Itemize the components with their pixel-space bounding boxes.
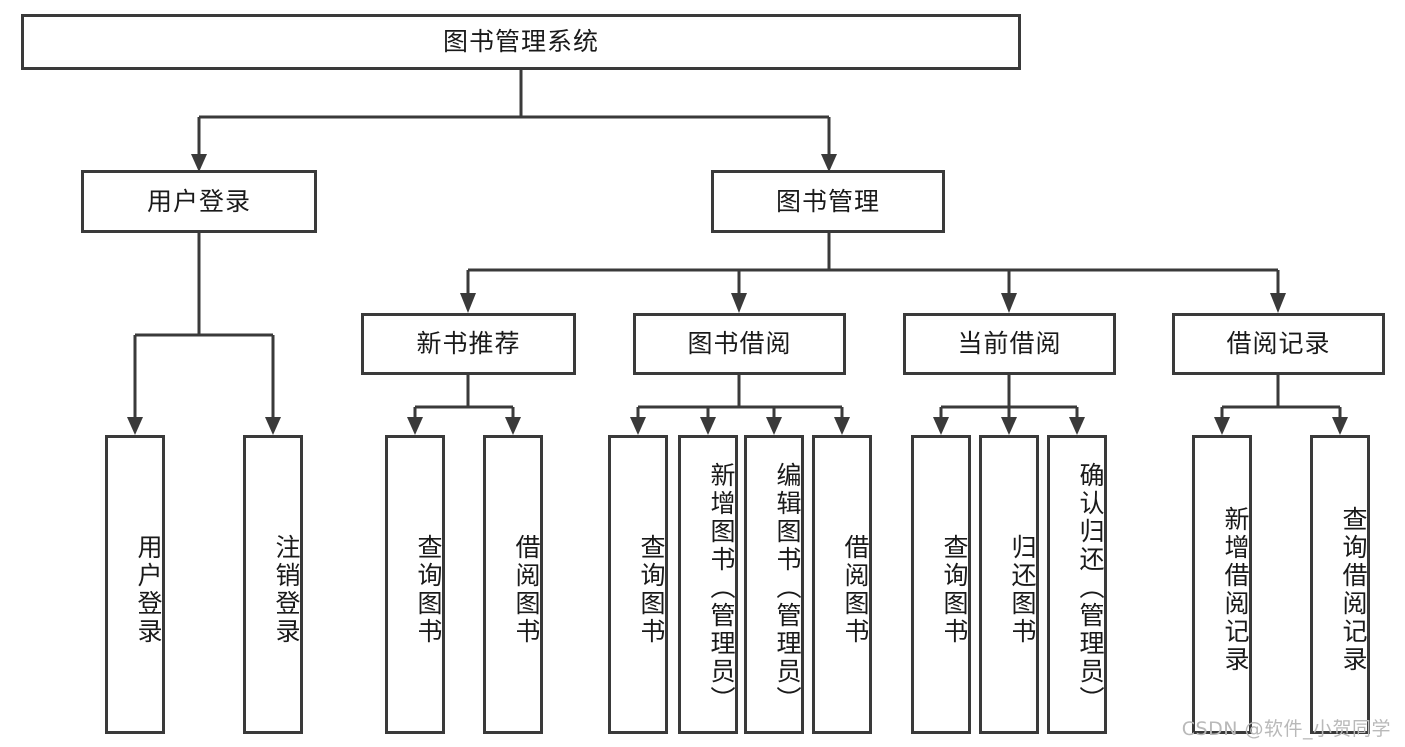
- leaf-newbook-borrow-book[interactable]: 借阅图书: [483, 435, 543, 734]
- arrowhead-leaf-user-login: [127, 417, 143, 435]
- leaf-logout[interactable]: 注销登录: [243, 435, 303, 734]
- arrowhead-current-borrow: [1001, 293, 1017, 313]
- watermark-text: CSDN @软件_小贺同学: [1181, 718, 1391, 740]
- arrowhead-book-borrow: [731, 293, 747, 313]
- leaf-user-login[interactable]: 用户登录: [105, 435, 165, 734]
- arrowhead-currentborrow-leaf-2: [1001, 417, 1017, 435]
- arrowhead-bookborrow-leaf-1: [630, 417, 646, 435]
- leaf-bookborrow-add-book-admin[interactable]: 新增图书（管理员）: [678, 435, 738, 734]
- node-book-management[interactable]: 图书管理: [711, 170, 945, 233]
- node-book-borrow[interactable]: 图书借阅: [633, 313, 846, 375]
- arrowhead-bookborrow-leaf-2: [700, 417, 716, 435]
- arrowhead-leaf-logout: [265, 417, 281, 435]
- arrowhead-borrow-record: [1270, 293, 1286, 313]
- node-borrow-record[interactable]: 借阅记录: [1172, 313, 1385, 375]
- arrowhead-bookborrow-leaf-3: [766, 417, 782, 435]
- leaf-borrowrecord-add-record[interactable]: 新增借阅记录: [1192, 435, 1252, 734]
- arrowhead-currentborrow-leaf-1: [933, 417, 949, 435]
- leaf-bookborrow-edit-book-admin[interactable]: 编辑图书（管理员）: [744, 435, 804, 734]
- leaf-bookborrow-query-book[interactable]: 查询图书: [608, 435, 668, 734]
- node-user-login[interactable]: 用户登录: [81, 170, 317, 233]
- arrowhead-currentborrow-leaf-3: [1069, 417, 1085, 435]
- leaf-borrowrecord-query-record[interactable]: 查询借阅记录: [1310, 435, 1370, 734]
- leaf-currentborrow-confirm-return-admin[interactable]: 确认归还（管理员）: [1047, 435, 1107, 734]
- arrowhead-newbook-leaf-1: [407, 417, 423, 435]
- node-new-book-recommend[interactable]: 新书推荐: [361, 313, 576, 375]
- arrowhead-bookborrow-leaf-4: [834, 417, 850, 435]
- node-root-system[interactable]: 图书管理系统: [21, 14, 1021, 70]
- arrowhead-newbook-leaf-2: [505, 417, 521, 435]
- leaf-bookborrow-borrow-book[interactable]: 借阅图书: [812, 435, 872, 734]
- leaf-newbook-query-book[interactable]: 查询图书: [385, 435, 445, 734]
- leaf-currentborrow-query-book[interactable]: 查询图书: [911, 435, 971, 734]
- arrowhead-new-book: [460, 293, 476, 313]
- arrowhead-borrowrecord-leaf-2: [1332, 417, 1348, 435]
- arrowhead-borrowrecord-leaf-1: [1214, 417, 1230, 435]
- leaf-currentborrow-return-book[interactable]: 归还图书: [979, 435, 1039, 734]
- node-current-borrow[interactable]: 当前借阅: [903, 313, 1116, 375]
